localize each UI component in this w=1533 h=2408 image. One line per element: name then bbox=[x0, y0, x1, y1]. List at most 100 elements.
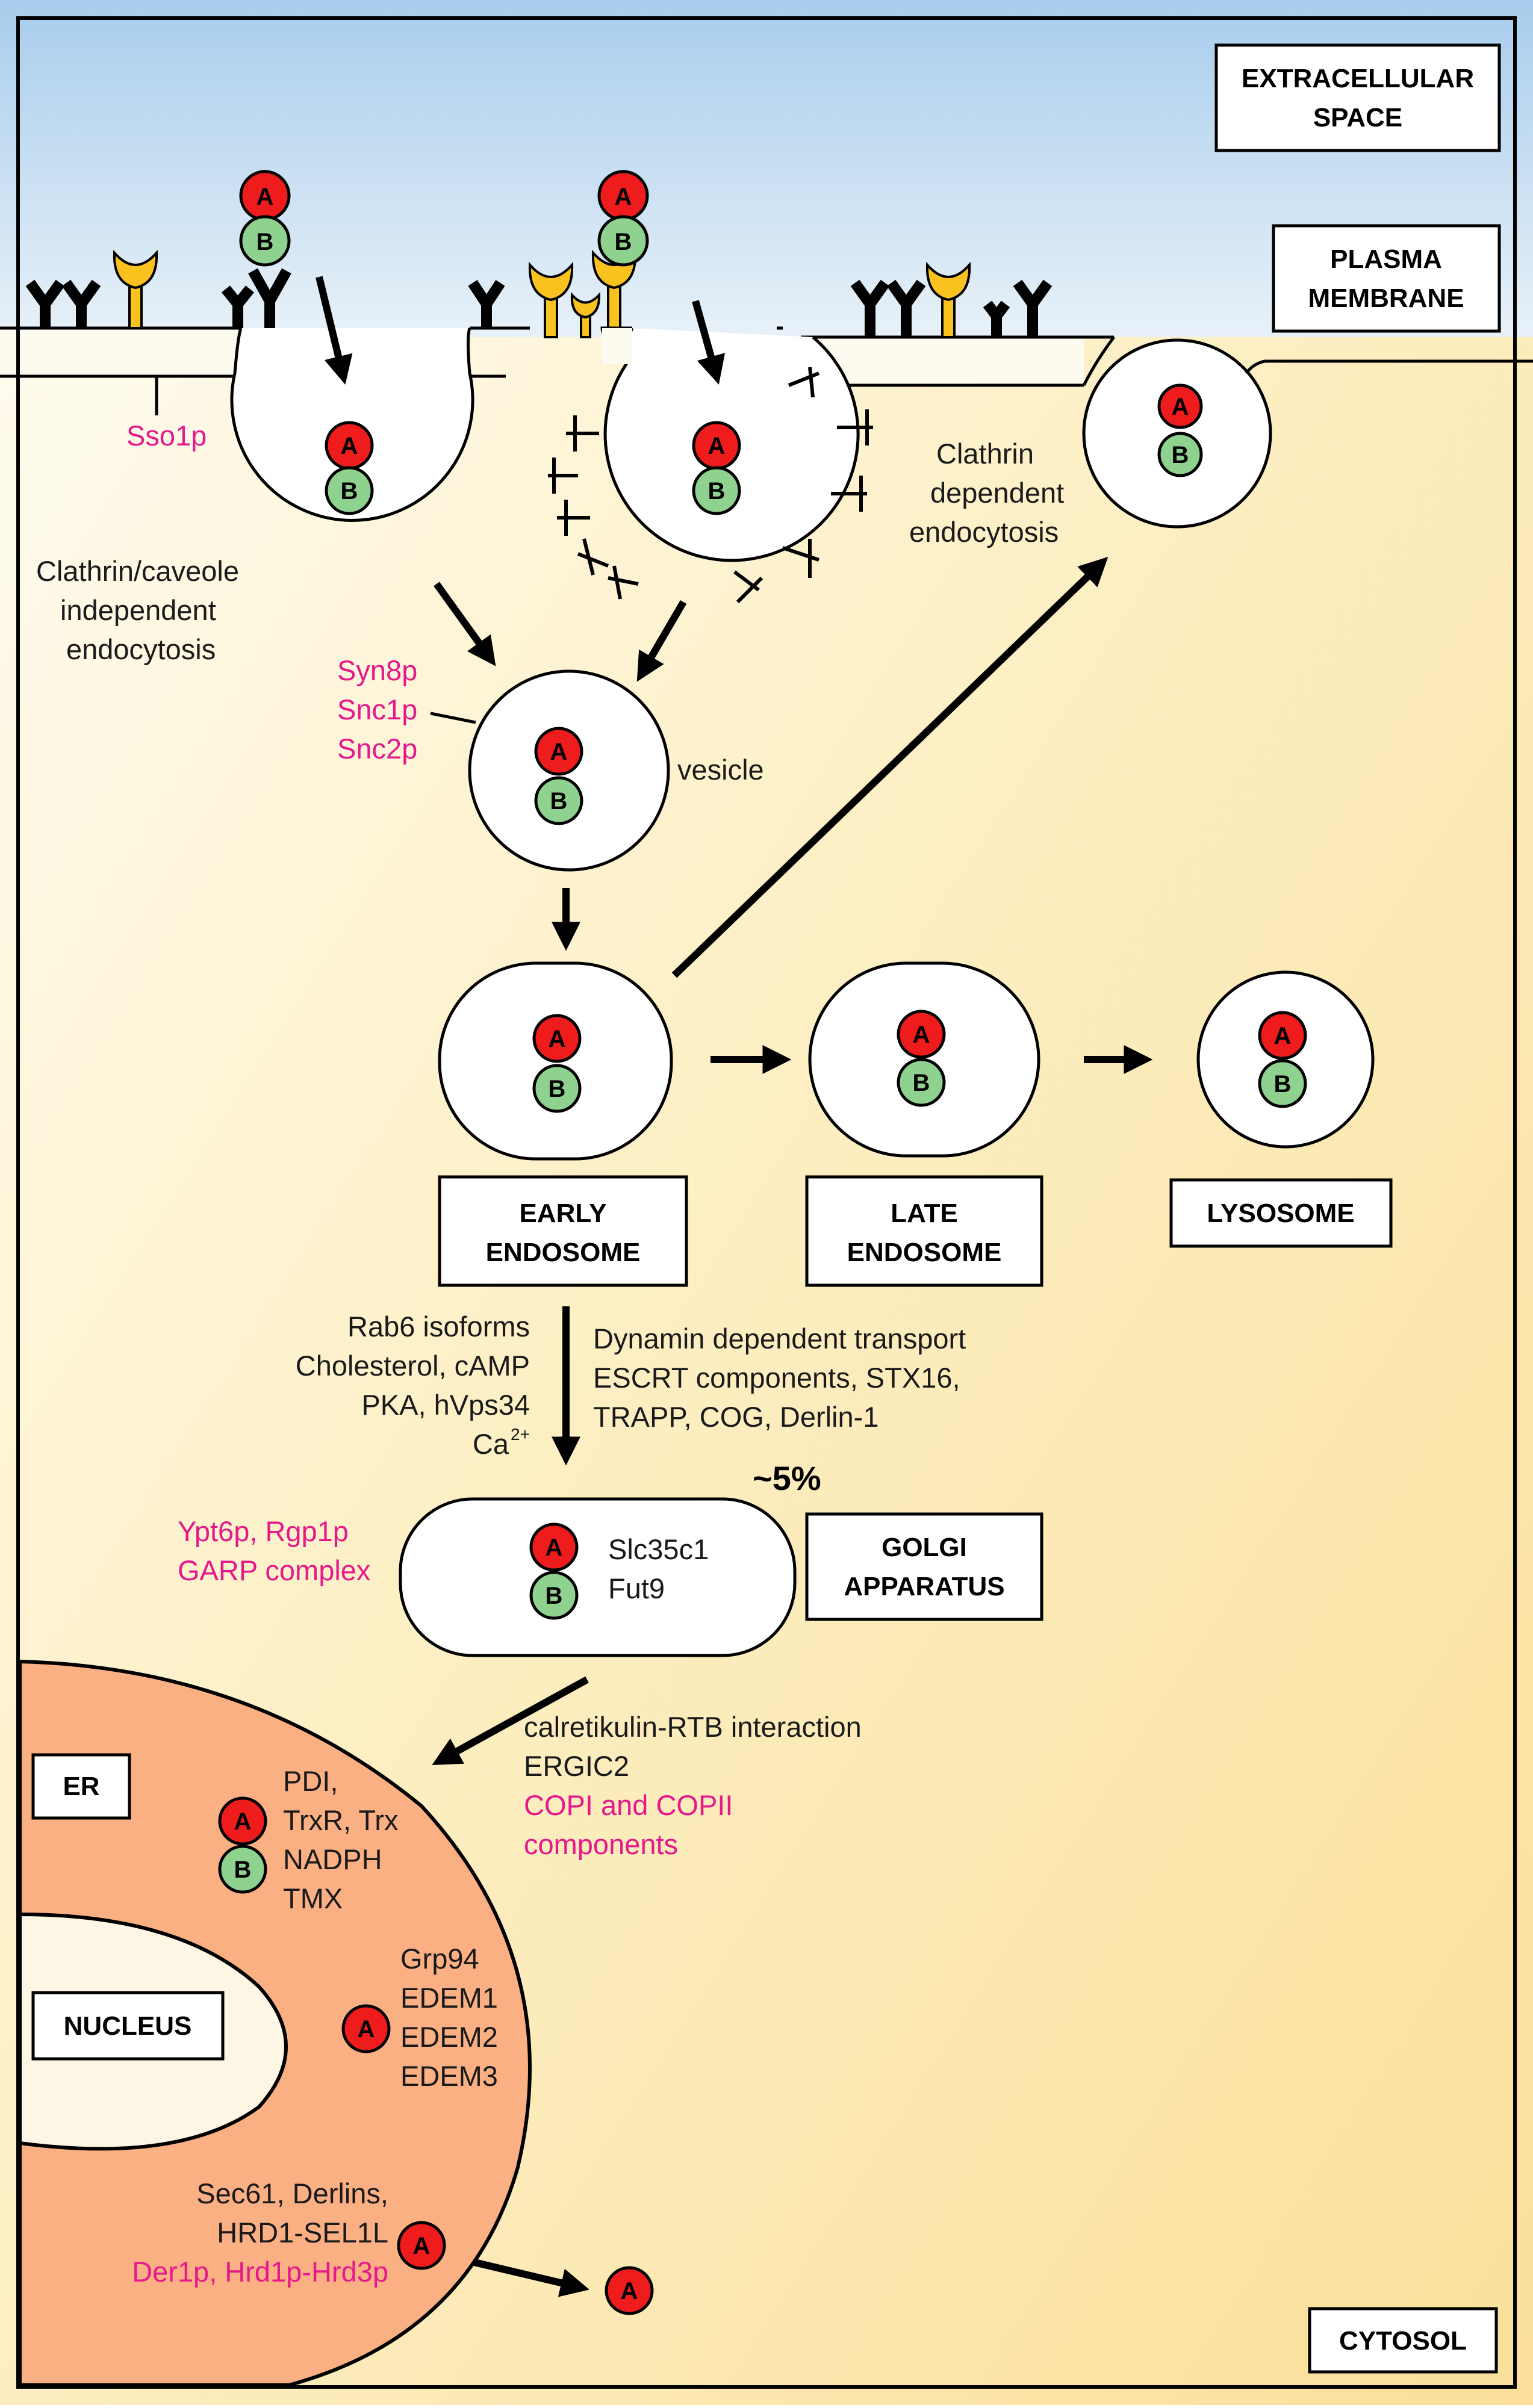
toxin-a-cytosol: A bbox=[605, 2266, 654, 2315]
toxin-a-label: A bbox=[546, 1534, 563, 1561]
extracellular-space-box: EXTRACELLULAR SPACE bbox=[1214, 43, 1501, 152]
pit-gap bbox=[602, 328, 632, 364]
toxin-a-label: A bbox=[257, 184, 274, 210]
toxin-pair-vesicle-top-right: A B bbox=[1157, 383, 1203, 477]
pdi-label-2: TrxR, Trx bbox=[283, 1804, 398, 1836]
hrd1-label: HRD1-SEL1L bbox=[217, 2217, 388, 2248]
nucleus-box: NUCLEUS bbox=[31, 1991, 225, 2061]
dyn-label-3: TRAPP, COG, Derlin-1 bbox=[593, 1401, 878, 1433]
pdi-label-3: NADPH bbox=[283, 1843, 382, 1875]
late-endosome-box: LATE ENDOSOME bbox=[805, 1175, 1043, 1287]
grp94-label: Grp94 bbox=[400, 1943, 479, 1975]
lysosome-box: LYSOSOME bbox=[1169, 1178, 1393, 1248]
rab6-label-4-superscript: 2+ bbox=[511, 1425, 530, 1444]
golgi-shape bbox=[399, 1497, 797, 1657]
calr-label-1: calretikulin-RTB interaction bbox=[524, 1711, 862, 1743]
golgi-line-1: GOLGI bbox=[882, 1533, 967, 1562]
toxin-pair-extracellular-1: A B bbox=[239, 170, 291, 267]
dyn-label-2: ESCRT components, STX16, bbox=[593, 1362, 960, 1394]
toxin-pair-er: A B bbox=[218, 1796, 267, 1894]
early-line-2: ENDOSOME bbox=[486, 1238, 641, 1267]
receptor-y-icon bbox=[25, 268, 1053, 337]
toxin-a-label: A bbox=[708, 433, 726, 459]
clathrin-dep-label-3: endocytosis bbox=[909, 516, 1059, 548]
snare-tick bbox=[430, 712, 476, 724]
toxin-b-label: B bbox=[234, 1857, 252, 1883]
cytosol-box: CYTOSOL bbox=[1308, 2307, 1498, 2374]
sec61-label: Sec61, Derlins, bbox=[196, 2177, 388, 2209]
toxin-a-label: A bbox=[413, 2233, 431, 2259]
edem1-label: EDEM1 bbox=[400, 1982, 498, 2014]
toxin-a-label: A bbox=[615, 184, 632, 210]
toxin-a-label: A bbox=[234, 1808, 252, 1835]
toxin-pair-late: A B bbox=[897, 1010, 946, 1107]
extracellular-line-2: SPACE bbox=[1313, 103, 1402, 132]
toxin-pair-pit-2: A B bbox=[692, 421, 741, 515]
toxin-b-label: B bbox=[257, 229, 274, 255]
sso1p-label: Sso1p bbox=[126, 420, 207, 452]
toxin-b-label: B bbox=[549, 1076, 566, 1102]
copi-label-2: components bbox=[524, 1828, 678, 1860]
toxin-b-label: B bbox=[341, 478, 358, 504]
toxin-a-er-exit: A bbox=[397, 2221, 446, 2270]
edem3-label: EDEM3 bbox=[400, 2060, 498, 2092]
toxin-a-label: A bbox=[358, 2016, 375, 2043]
clathrin-indep-label-1: Clathrin/caveole bbox=[36, 555, 239, 587]
outer-frame bbox=[16, 16, 1517, 2389]
ypt6p-label: Ypt6p, Rgp1p bbox=[178, 1515, 349, 1547]
early-endosome-box: EARLY ENDOSOME bbox=[438, 1175, 688, 1287]
receptors bbox=[25, 249, 1053, 338]
slc35c1-label: Slc35c1 bbox=[608, 1533, 709, 1565]
plasma-membrane-box: PLASMA MEMBRANE bbox=[1272, 224, 1501, 333]
toxin-a-er-2: A bbox=[341, 2004, 391, 2053]
toxin-a-label: A bbox=[621, 2278, 638, 2304]
lysosome-label: LYSOSOME bbox=[1207, 1199, 1354, 1228]
toxin-b-label: B bbox=[1274, 1071, 1292, 1097]
er-box: ER bbox=[31, 1753, 131, 1820]
toxin-a-label: A bbox=[549, 1026, 566, 1052]
toxin-b-label: B bbox=[708, 478, 726, 504]
fut9-label: Fut9 bbox=[608, 1572, 665, 1604]
nucleus-label: NUCLEUS bbox=[64, 2011, 192, 2041]
yellow-receptor-icon bbox=[113, 249, 971, 338]
cytosol-label: CYTOSOL bbox=[1339, 2326, 1467, 2356]
clathrin-indep-label-2: independent bbox=[60, 594, 216, 626]
toxin-b-label: B bbox=[550, 788, 568, 815]
syn8p-label: Syn8p bbox=[337, 654, 417, 686]
pdi-label-4: TMX bbox=[283, 1882, 343, 1914]
toxin-pair-golgi: A B bbox=[529, 1522, 579, 1620]
rab6-label-3: PKA, hVps34 bbox=[361, 1389, 530, 1421]
garp-label: GARP complex bbox=[178, 1554, 370, 1586]
der1p-label: Der1p, Hrd1p-Hrd3p bbox=[132, 2256, 388, 2288]
toxin-pair-pit-1: A B bbox=[325, 421, 374, 515]
rab6-label-1: Rab6 isoforms bbox=[347, 1311, 530, 1342]
membrane-gap-fill bbox=[0, 330, 241, 374]
toxin-a-label: A bbox=[1172, 394, 1189, 420]
membrane-line-2: MEMBRANE bbox=[1308, 284, 1464, 313]
pdi-label-1: PDI, bbox=[283, 1765, 338, 1797]
rab6-label-4: Ca bbox=[473, 1428, 509, 1460]
toxin-b-label: B bbox=[546, 1583, 563, 1609]
membrane-gap-fill-2 bbox=[801, 339, 1084, 383]
copi-label-1: COPI and COPII bbox=[524, 1789, 733, 1821]
toxin-pair-extracellular-2: A B bbox=[597, 170, 649, 267]
late-line-2: ENDOSOME bbox=[847, 1238, 1002, 1267]
clathrin-coat bbox=[548, 367, 873, 604]
toxin-b-label: B bbox=[913, 1070, 930, 1096]
late-line-1: LATE bbox=[891, 1199, 958, 1228]
rab6-label-2: Cholesterol, cAMP bbox=[296, 1350, 530, 1382]
golgi-box: GOLGI APPARATUS bbox=[805, 1512, 1043, 1621]
toxin-pair-vesicle: A B bbox=[534, 727, 583, 825]
toxin-a-label: A bbox=[341, 433, 358, 459]
edem2-label: EDEM2 bbox=[400, 2021, 498, 2053]
toxin-a-label: A bbox=[1274, 1023, 1292, 1049]
toxin-b-label: B bbox=[615, 229, 632, 255]
er-label: ER bbox=[63, 1772, 99, 1801]
percent-label: ~5% bbox=[753, 1459, 821, 1497]
clathrin-indep-label-3: endocytosis bbox=[66, 633, 216, 665]
extracellular-line-1: EXTRACELLULAR bbox=[1242, 64, 1474, 93]
membrane-curve bbox=[1082, 336, 1116, 386]
snc1p-label: Snc1p bbox=[337, 694, 417, 725]
